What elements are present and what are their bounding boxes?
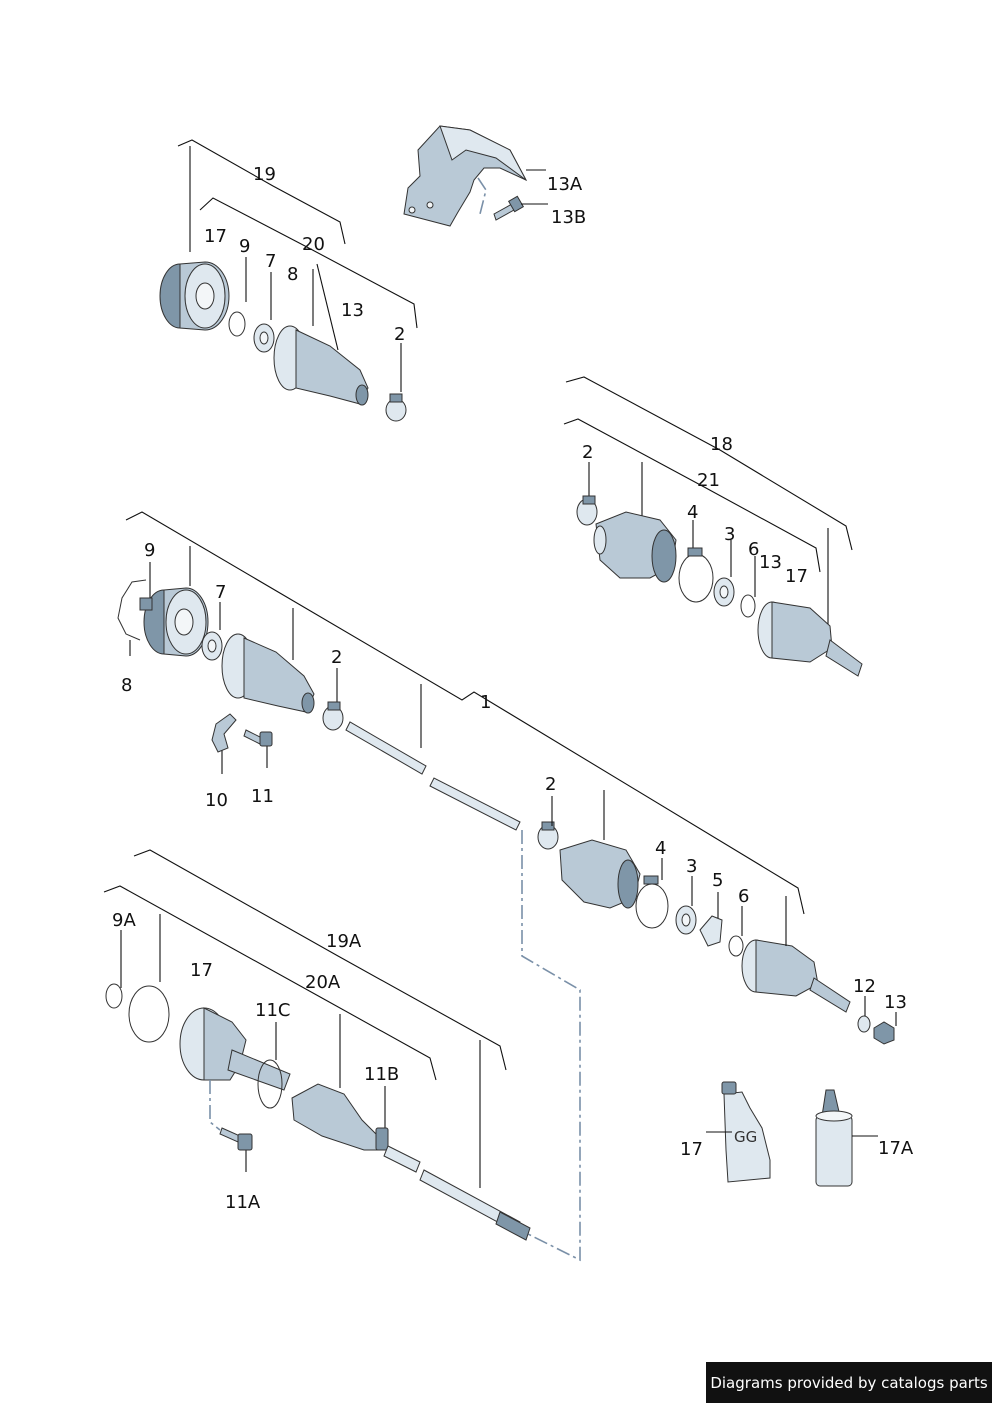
ring-5 — [699, 915, 723, 947]
shaft-1-right-leaders — [551, 790, 897, 1026]
boot-20 — [273, 325, 369, 406]
label-2: 2 — [582, 442, 593, 463]
bolt-11A — [219, 1127, 253, 1151]
joint-17-right — [757, 601, 863, 677]
washer-3-main — [675, 905, 697, 935]
clamp-4-right — [678, 547, 714, 603]
washer-12 — [857, 1015, 871, 1033]
joint-flange-19A — [179, 1007, 291, 1131]
label-11: 11 — [251, 786, 274, 807]
label-6: 6 — [748, 539, 759, 560]
label-2: 2 — [331, 647, 342, 668]
circlip-9A — [105, 983, 123, 1009]
label-11B: 11B — [364, 1064, 399, 1085]
label-18: 18 — [710, 434, 733, 455]
label-13: 13 — [884, 992, 907, 1013]
circlip-9-top — [228, 311, 246, 337]
label-2: 2 — [394, 324, 405, 345]
label-20A: 20A — [305, 972, 341, 993]
clamp-2-right — [576, 495, 598, 526]
label-13B: 13B — [551, 207, 586, 228]
clamp-11B — [375, 1127, 389, 1151]
label-3: 3 — [686, 856, 697, 877]
shaft-1-labels: 9 7 8 2 1 10 11 2 4 3 5 6 12 13 — [121, 540, 907, 1013]
boot-21 — [593, 511, 677, 583]
label-20: 20 — [302, 234, 325, 255]
label-3: 3 — [724, 524, 735, 545]
label-11C: 11C — [255, 1000, 290, 1021]
label-17: 17 — [190, 960, 213, 981]
label-17: 17 — [785, 566, 808, 587]
bolt-11 — [243, 729, 273, 747]
flange-19 — [159, 261, 230, 331]
label-13A: 13A — [547, 174, 583, 195]
grease-tube-17: GG — [706, 1081, 771, 1183]
label-17A: 17A — [878, 1138, 914, 1159]
tube-label: GG — [734, 1128, 757, 1146]
shaft-tube — [345, 721, 521, 831]
washer-7-top — [253, 323, 275, 353]
group-18-leaders — [563, 376, 853, 626]
washer-3-right — [713, 577, 735, 607]
joint-outer-main — [741, 939, 851, 1013]
circlip-9-left — [117, 579, 147, 641]
label-8: 8 — [121, 675, 132, 696]
group-19-leaders — [177, 139, 418, 392]
circlip-6-main — [728, 935, 744, 957]
boot-right-main — [559, 839, 641, 909]
circlip-6-right — [740, 594, 756, 618]
label-2: 2 — [545, 774, 556, 795]
label-9: 9 — [239, 236, 250, 257]
label-19: 19 — [253, 164, 276, 185]
bolt-13B — [493, 195, 548, 221]
label-13: 13 — [341, 300, 364, 321]
oring-17 — [128, 985, 170, 1043]
boot-left — [221, 633, 315, 714]
heat-shield-13A — [403, 125, 546, 227]
label-7: 7 — [265, 251, 276, 272]
label-11A: 11A — [225, 1192, 261, 1213]
group-19A-labels: 9A 17 19A 20A 11C 11B 11A — [112, 910, 399, 1213]
label-4: 4 — [655, 838, 666, 859]
clamp-4-main — [635, 875, 669, 929]
boot-20A — [291, 1083, 381, 1151]
clamp-2-top — [385, 393, 407, 422]
label-19A: 19A — [326, 931, 362, 952]
washer-7-left — [201, 631, 223, 661]
label-9A: 9A — [112, 910, 136, 931]
label-7: 7 — [215, 582, 226, 603]
label-6: 6 — [738, 886, 749, 907]
grease-bottle-17A — [815, 1089, 878, 1187]
label-9: 9 — [144, 540, 155, 561]
label-5: 5 — [712, 870, 723, 891]
label-12: 12 — [853, 976, 876, 997]
footer-credit: Diagrams provided by catalogs parts — [706, 1362, 992, 1403]
clamp-2-mid — [537, 821, 559, 850]
label-13: 13 — [759, 552, 782, 573]
group-19-labels: 19 17 9 7 20 8 13 2 — [204, 164, 405, 345]
ring-11C — [257, 1059, 283, 1109]
group-18-labels: 18 2 21 4 3 6 13 17 — [582, 434, 808, 587]
label-17: 17 — [680, 1139, 703, 1160]
stub-shaft — [383, 1145, 531, 1241]
bracket-10 — [211, 713, 237, 753]
dashdot-connector — [521, 830, 581, 1262]
flange-9 — [139, 587, 209, 657]
group-19A-leaders — [103, 849, 507, 1188]
label-21: 21 — [697, 470, 720, 491]
nut-13 — [873, 1021, 895, 1045]
label-1: 1 — [480, 692, 491, 713]
label-4: 4 — [687, 502, 698, 523]
shaft-1-leaders — [125, 511, 805, 915]
label-8: 8 — [287, 264, 298, 285]
label-17: 17 — [204, 226, 227, 247]
label-10: 10 — [205, 790, 228, 811]
clamp-2-left — [322, 701, 344, 731]
